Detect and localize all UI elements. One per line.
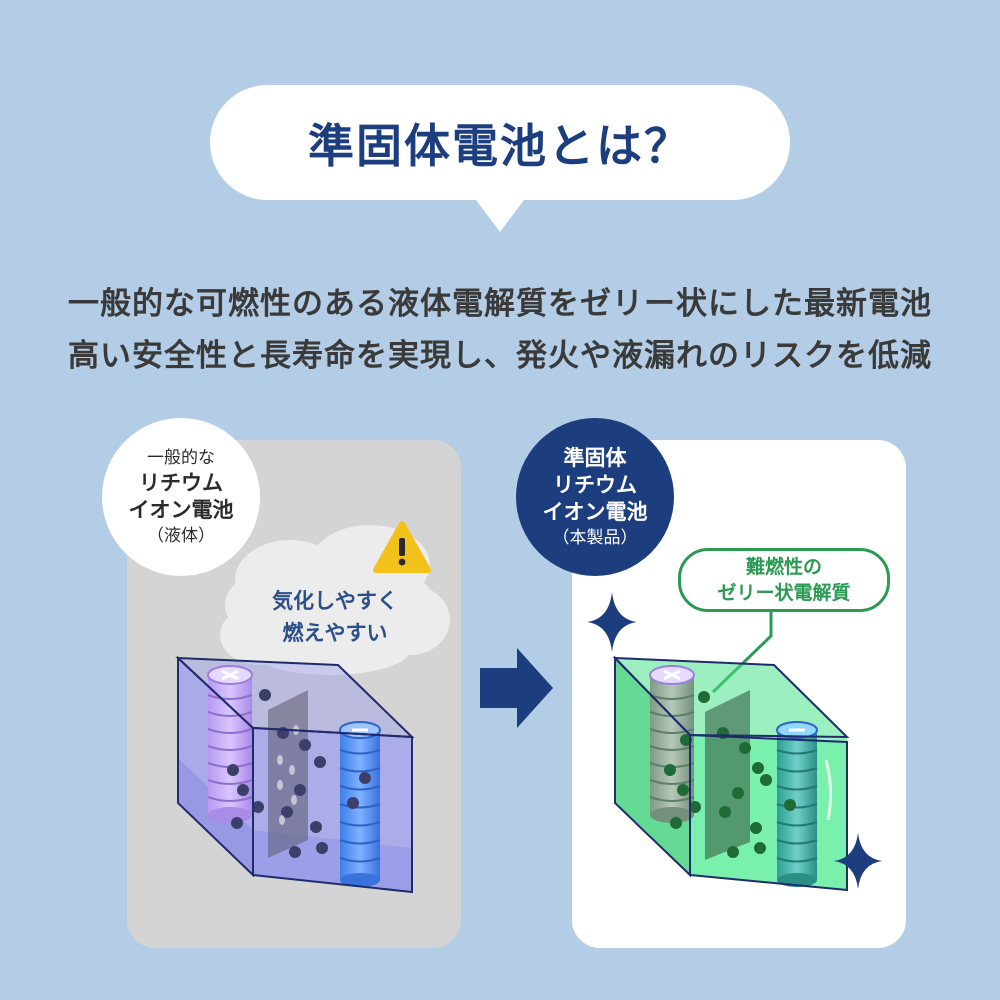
badge-line-4: （液体）	[147, 526, 215, 546]
liquid-battery-box	[175, 655, 415, 894]
title-bubble: 準固体電池とは？	[210, 85, 790, 200]
semi-solid-battery-box	[612, 655, 850, 892]
lithium-ions	[227, 689, 371, 858]
sparkle-icon	[587, 592, 637, 652]
warning-line-2: 燃えやすい	[282, 621, 388, 645]
sparkle-icon	[834, 833, 882, 889]
badge-line-4: （本製品）	[552, 527, 638, 548]
badge-line-2: リチウム	[139, 471, 223, 495]
plus-electrode-icon	[663, 669, 681, 681]
badge-line-3: イオン電池	[542, 499, 648, 524]
badge-line-2: リチウム	[553, 472, 637, 497]
plus-electrode-icon	[221, 669, 239, 681]
page-title: 準固体電池とは？	[308, 118, 692, 173]
negative-electrode-column	[776, 721, 818, 887]
semi-solid-battery-badge: 準固体 リチウム イオン電池 （本製品）	[516, 418, 674, 576]
negative-electrode-column	[339, 721, 381, 887]
badge-line-1: 一般的な	[147, 448, 215, 468]
lithium-ions	[664, 691, 796, 858]
positive-electrode-column	[207, 665, 253, 823]
liquid-battery-badge: 一般的な リチウム イオン電池 （液体）	[102, 418, 260, 576]
subtitle-line-1: 一般的な可燃性のある液体電解質をゼリー状にした最新電池	[68, 286, 932, 322]
warning-line-1: 気化しやすく	[272, 589, 398, 613]
gel-electrolyte-callout: 難燃性の ゼリー状電解質	[678, 548, 890, 612]
title-bubble-tail	[473, 196, 527, 232]
arrow-right-icon	[480, 648, 553, 728]
badge-line-3: イオン電池	[128, 498, 234, 522]
badge-line-1: 準固体	[563, 445, 627, 470]
warning-icon	[373, 521, 431, 573]
subtitle-line-2: 高い安全性と長寿命を実現し、発火や液漏れのリスクを低減	[68, 338, 932, 374]
warning-text: 気化しやすく 燃えやすい	[245, 585, 425, 649]
callout-line-1: 難燃性の	[745, 556, 822, 578]
callout-line-2: ゼリー状電解質	[717, 582, 851, 604]
